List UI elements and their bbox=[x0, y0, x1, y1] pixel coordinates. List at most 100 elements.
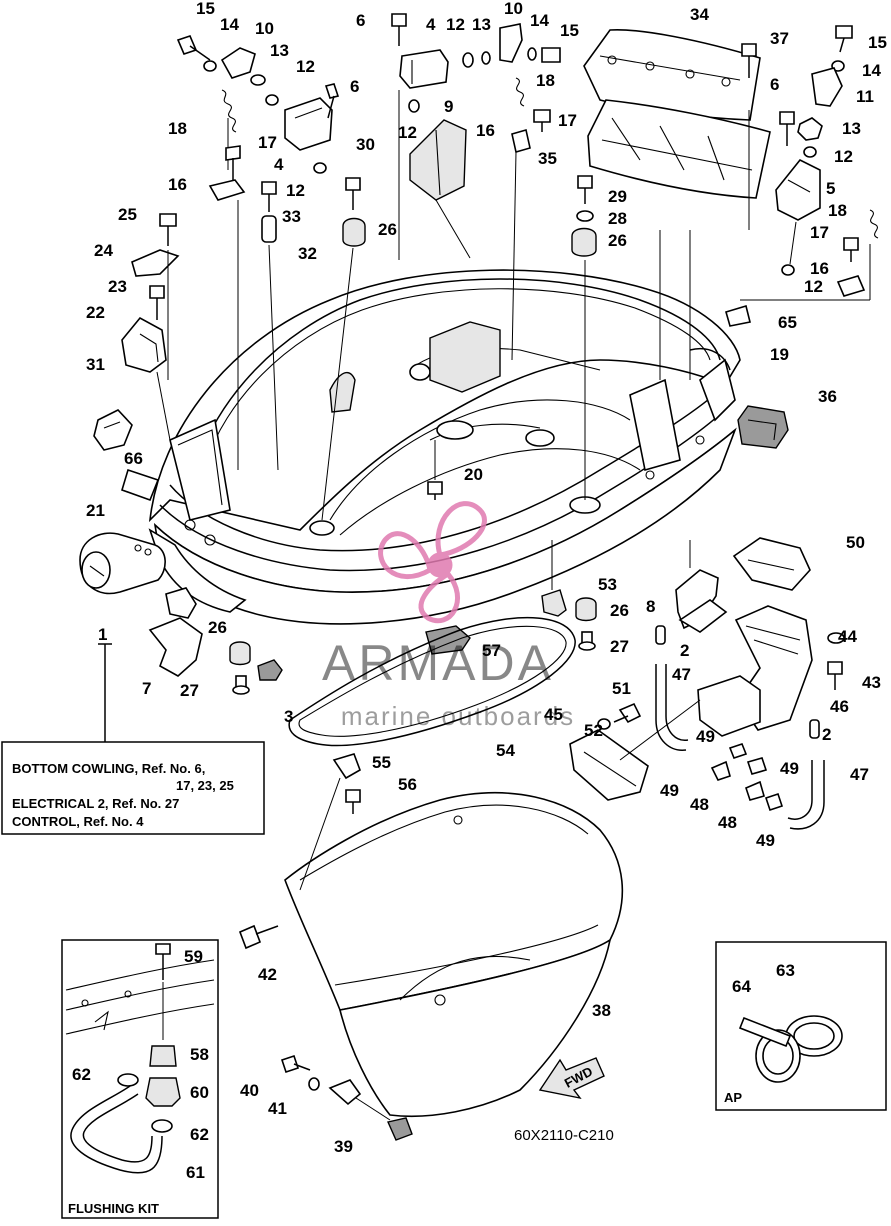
part-label: 44 bbox=[838, 627, 857, 646]
part-label: 40 bbox=[240, 1081, 259, 1100]
part-label: 57 bbox=[482, 641, 501, 660]
part-label: 41 bbox=[268, 1099, 287, 1118]
part-label: 18 bbox=[168, 119, 187, 138]
part-label: 34 bbox=[690, 5, 709, 24]
part-label: 39 bbox=[334, 1137, 353, 1156]
flushing-kit-title: FLUSHING KIT bbox=[68, 1201, 159, 1216]
left-throttle-cluster bbox=[176, 35, 366, 521]
part-label: 50 bbox=[846, 533, 865, 552]
watermark-tagline: marine outboards bbox=[341, 701, 575, 731]
part-label: 49 bbox=[780, 759, 799, 778]
part-label: 52 bbox=[584, 721, 603, 740]
part-label: 58 bbox=[190, 1045, 209, 1064]
bottom-cowling-pan bbox=[148, 269, 741, 625]
label-65 bbox=[725, 304, 751, 327]
part-label: 6 bbox=[356, 11, 365, 30]
part-label: 26 bbox=[608, 231, 627, 250]
part-label: 49 bbox=[756, 831, 775, 850]
ap-box-title: AP bbox=[724, 1090, 742, 1105]
part-label: 10 bbox=[255, 19, 274, 38]
diagram-code: 60X2110-C210 bbox=[514, 1127, 614, 1144]
part-label: 4 bbox=[426, 15, 436, 34]
part-label: 66 bbox=[124, 449, 143, 468]
part-label: 17 bbox=[810, 223, 829, 242]
part-label: 12 bbox=[446, 15, 465, 34]
part-label: 28 bbox=[608, 209, 627, 228]
part-label: 15 bbox=[196, 0, 215, 18]
part-label: 46 bbox=[830, 697, 849, 716]
part-label: 32 bbox=[298, 244, 317, 263]
right-lower-parts bbox=[569, 605, 845, 830]
part-label: 13 bbox=[842, 119, 861, 138]
part-label: 26 bbox=[378, 220, 397, 239]
part-label: 51 bbox=[612, 679, 631, 698]
part-label: 17 bbox=[258, 133, 277, 152]
part-label: 7 bbox=[142, 679, 151, 698]
part-label: 16 bbox=[168, 175, 187, 194]
part-label: 54 bbox=[496, 741, 515, 760]
part-label: 48 bbox=[718, 813, 737, 832]
part-label: 12 bbox=[804, 277, 823, 296]
part-label: 36 bbox=[818, 387, 837, 406]
part-label: 11 bbox=[856, 87, 874, 106]
part-label: 13 bbox=[270, 41, 289, 60]
part-label: 35 bbox=[538, 149, 557, 168]
part-label: 59 bbox=[184, 947, 203, 966]
part-label: 16 bbox=[810, 259, 829, 278]
part-label: 26 bbox=[610, 601, 629, 620]
part-label: 20 bbox=[464, 465, 483, 484]
part-label: 18 bbox=[536, 71, 555, 90]
part-label: 12 bbox=[834, 147, 853, 166]
part-label: 10 bbox=[504, 0, 523, 18]
left-side-parts bbox=[79, 213, 180, 595]
part-label: 60 bbox=[190, 1083, 209, 1102]
part-label: 37 bbox=[770, 29, 789, 48]
part-label: 15 bbox=[868, 33, 887, 52]
part-label: 6 bbox=[350, 77, 359, 96]
right-throttle-cluster bbox=[740, 25, 879, 301]
part-label: 27 bbox=[610, 637, 629, 656]
part-label: 30 bbox=[356, 135, 375, 154]
part-label: 4 bbox=[274, 155, 284, 174]
part-label: 21 bbox=[86, 501, 105, 520]
part-label: 27 bbox=[180, 681, 199, 700]
flushing-kit-box bbox=[61, 939, 219, 1219]
part-label: 6 bbox=[770, 75, 779, 94]
part-label: 64 bbox=[732, 977, 751, 996]
part-label: 15 bbox=[560, 21, 579, 40]
part-label: 33 bbox=[282, 207, 301, 226]
part-label: 2 bbox=[680, 641, 689, 660]
seal-54 bbox=[288, 616, 576, 747]
part-label: 47 bbox=[850, 765, 869, 784]
part-label: 5 bbox=[826, 179, 835, 198]
part-label: 17 bbox=[558, 111, 577, 130]
part-label: 2 bbox=[822, 725, 831, 744]
lower-cowling bbox=[238, 753, 624, 1141]
part-label: 24 bbox=[94, 241, 113, 260]
ref-1-leader bbox=[98, 643, 112, 742]
part-label: 62 bbox=[72, 1065, 91, 1084]
part-label: 55 bbox=[372, 753, 391, 772]
watermark-brand: ARMADA bbox=[322, 635, 554, 691]
part-number-labels: 15 14 10 13 12 6 18 17 4 12 16 33 30 32 … bbox=[72, 0, 887, 1182]
part-label: 12 bbox=[398, 123, 417, 142]
part-label: 29 bbox=[608, 187, 627, 206]
part-label: 42 bbox=[258, 965, 277, 984]
right-side-parts bbox=[675, 405, 811, 633]
part-label: 61 bbox=[186, 1163, 205, 1182]
ref-box-line-3: ELECTRICAL 2, Ref. No. 27 bbox=[12, 796, 179, 811]
top-right-parts bbox=[571, 28, 771, 500]
ref-box-line-2: 17, 23, 25 bbox=[176, 778, 234, 793]
part-label: 38 bbox=[592, 1001, 611, 1020]
part-label: 3 bbox=[284, 707, 293, 726]
part-label: 23 bbox=[108, 277, 127, 296]
part-label: 22 bbox=[86, 303, 105, 322]
part-label: 1 bbox=[98, 625, 107, 644]
part-label: 18 bbox=[828, 201, 847, 220]
part-label: 49 bbox=[660, 781, 679, 800]
part-label: 19 bbox=[770, 345, 789, 364]
part-label: 9 bbox=[444, 97, 453, 116]
part-label: 62 bbox=[190, 1125, 209, 1144]
